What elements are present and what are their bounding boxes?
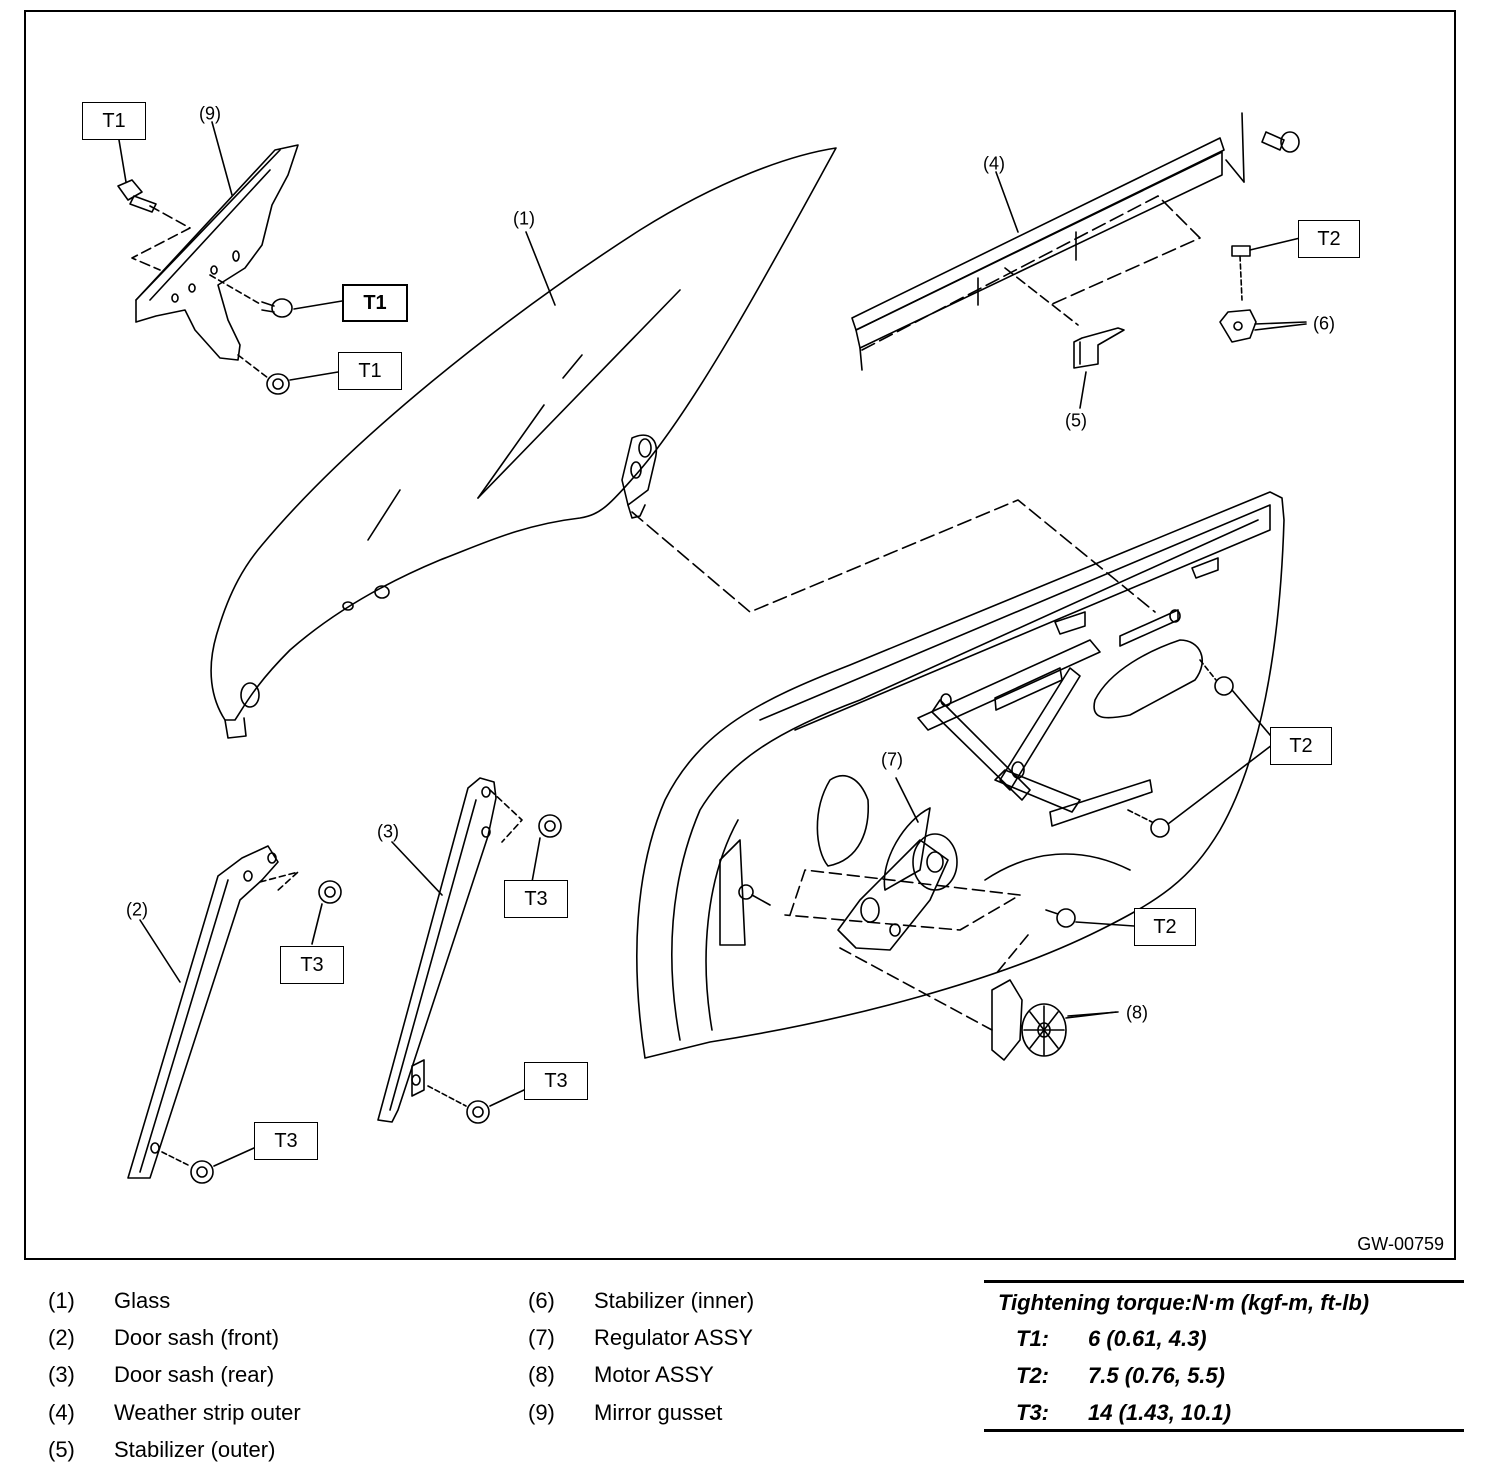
callout-5: (5)	[1065, 410, 1087, 431]
leader-t2-double	[1167, 689, 1277, 825]
torque-tag-t3: T3	[524, 1062, 588, 1100]
torque-value: 7.5 (0.76, 5.5)	[1088, 1363, 1225, 1388]
torque-value: 14 (1.43, 10.1)	[1088, 1400, 1232, 1425]
dash-guide-9	[131, 205, 191, 271]
callout-6: (6)	[1313, 313, 1335, 334]
bolt-t1-middle	[209, 274, 343, 318]
dash-guide-motor	[839, 947, 993, 1031]
torque-key: T3:	[1016, 1400, 1049, 1425]
callout-9: (9)	[199, 103, 221, 124]
leader-5	[1079, 371, 1087, 409]
torque-value: 6 (0.61, 4.3)	[1088, 1326, 1207, 1351]
leader-8	[1067, 1011, 1119, 1017]
callout-8: (8)	[1126, 1002, 1148, 1023]
callout-4: (4)	[983, 153, 1005, 174]
legend-label: Motor ASSY	[594, 1362, 714, 1387]
weather-strip-outer-part	[851, 112, 1245, 371]
torque-tag-t2: T2	[1298, 220, 1360, 258]
bolt-t1-upper	[117, 133, 157, 213]
nut-t3-front-lower	[161, 1147, 255, 1184]
torque-tag-t2: T2	[1270, 727, 1332, 765]
legend-label: Glass	[114, 1288, 171, 1313]
nut-t2-middle	[1127, 809, 1170, 838]
legend-number: (4)	[48, 1400, 75, 1425]
callout-1: (1)	[513, 208, 535, 229]
dash-guide-2	[259, 871, 299, 893]
callout-3: (3)	[377, 821, 399, 842]
legend-number: (8)	[528, 1362, 555, 1387]
legend-label: Stabilizer (inner)	[594, 1288, 755, 1313]
leader-7	[895, 777, 919, 823]
dash-guide-7	[784, 869, 1021, 931]
bolt-weather-strip	[1261, 131, 1300, 153]
nut-t3-rear-lower	[427, 1085, 525, 1124]
legend-label: Door sash (rear)	[114, 1362, 275, 1387]
callout-2: (2)	[126, 899, 148, 920]
legend-label: Mirror gusset	[594, 1400, 723, 1425]
legend-number: (3)	[48, 1362, 75, 1387]
dash-guide-5	[1004, 267, 1079, 326]
torque-key: T1:	[1016, 1326, 1049, 1351]
bolt-t2-lower	[1045, 908, 1135, 928]
legend-label: Stabilizer (outer)	[114, 1437, 276, 1462]
leader-3	[391, 841, 443, 896]
dash-guide-3	[489, 789, 523, 843]
torque-tag-t3: T3	[504, 880, 568, 918]
leader-1	[525, 231, 556, 306]
nut-t3-rear-upper	[531, 814, 562, 883]
table-top-rule	[984, 1280, 1464, 1283]
stabilizer-outer-part	[1073, 327, 1125, 369]
door-sash-front-part	[127, 845, 279, 1179]
nut-t3-front-upper	[311, 880, 342, 945]
table-bottom-rule	[984, 1429, 1464, 1432]
legend-number: (9)	[528, 1400, 555, 1425]
torque-tag-t1: T1	[82, 102, 146, 140]
torque-tag-t3: T3	[254, 1122, 318, 1160]
stabilizer-inner-part	[1219, 237, 1307, 343]
mirror-gusset-part	[135, 144, 299, 361]
dash-guide-4	[861, 195, 1201, 351]
diagram-frame	[24, 10, 1456, 1260]
leader-9	[211, 121, 233, 196]
torque-table: Tightening torque:N·m (kgf-m, ft-lb) T1:…	[984, 1280, 1464, 1432]
dash-guide-motor-2	[994, 934, 1029, 976]
legend-label: Weather strip outer	[114, 1400, 301, 1425]
torque-tag-t3: T3	[280, 946, 344, 984]
dash-guide-glass	[631, 499, 1156, 613]
bolt-regulator-left	[738, 884, 771, 906]
legend-number: (5)	[48, 1437, 75, 1462]
legend-number: (1)	[48, 1288, 75, 1313]
torque-tag-t1: T1	[342, 284, 408, 322]
figure-id: GW-00759	[1357, 1234, 1444, 1254]
door-sash-rear-part	[377, 777, 497, 1123]
regulator-assy-part	[837, 609, 1181, 951]
callout-7: (7)	[881, 749, 903, 770]
nut-t2-upper	[1199, 659, 1234, 696]
torque-table-title: Tightening torque:N·m (kgf-m, ft-lb)	[998, 1290, 1370, 1315]
legend-label: Regulator ASSY	[594, 1325, 753, 1350]
torque-tag-t1: T1	[338, 352, 402, 390]
glass-part	[210, 147, 837, 739]
door-panel	[636, 491, 1285, 1059]
motor-assy-part	[991, 979, 1117, 1061]
nut-t1-lower	[237, 354, 339, 395]
leader-4	[995, 171, 1019, 233]
legend-label: Door sash (front)	[114, 1325, 280, 1350]
legend-number: (6)	[528, 1288, 555, 1313]
legend-number: (2)	[48, 1325, 75, 1350]
leader-2	[139, 919, 181, 983]
torque-key: T2:	[1016, 1363, 1049, 1388]
leader-6	[1254, 321, 1307, 325]
legend-number: (7)	[528, 1325, 555, 1350]
torque-tag-t2: T2	[1134, 908, 1196, 946]
